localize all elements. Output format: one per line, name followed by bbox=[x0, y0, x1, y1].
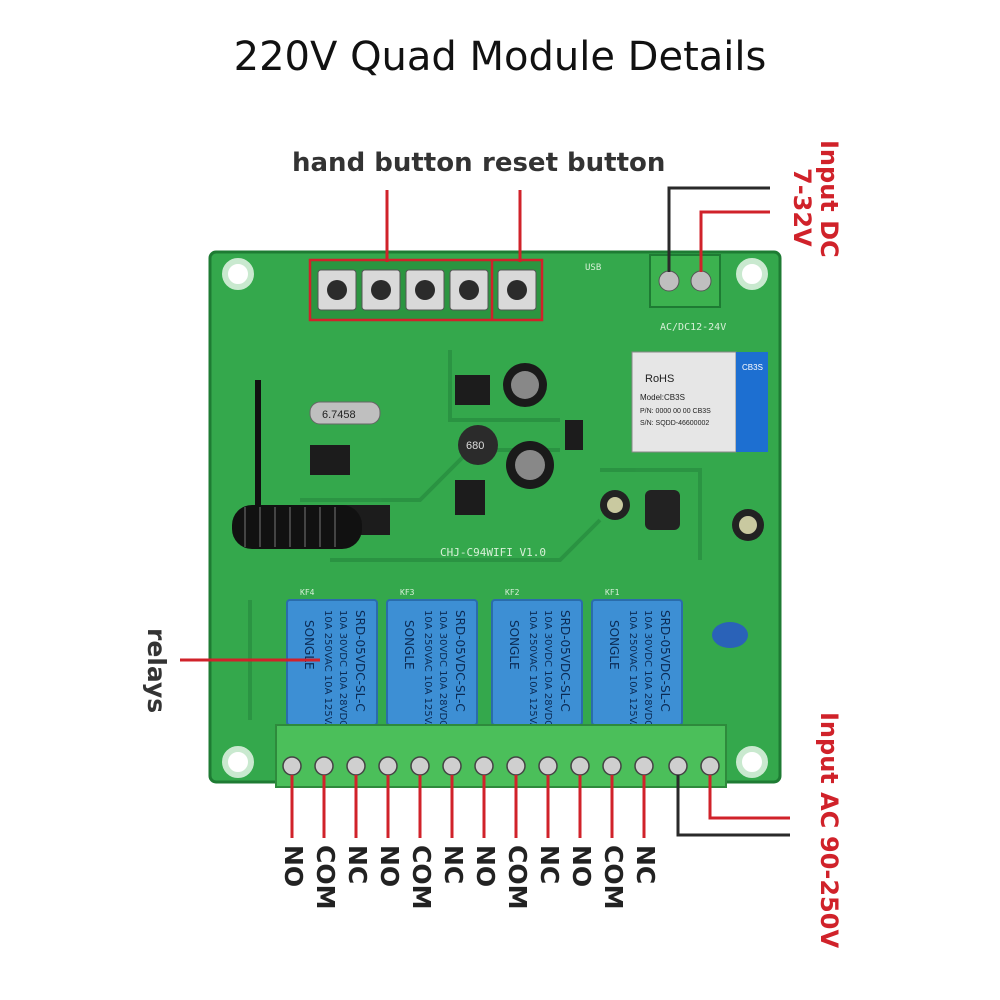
input-ac-range: 90-250V bbox=[815, 836, 843, 949]
relay-1-model: SRD-05VDC-SL-C bbox=[353, 610, 367, 712]
wifi-sn: S/N: SQDD-46600002 bbox=[640, 420, 709, 427]
relay-id-1: KF4 bbox=[300, 588, 315, 597]
inductor bbox=[458, 425, 498, 465]
hand-button-label: hand button bbox=[292, 148, 473, 178]
page-title: 220V Quad Module Details bbox=[233, 34, 767, 80]
varistor bbox=[712, 622, 748, 648]
wifi-model: Model:CB3S bbox=[640, 393, 685, 402]
terminal-label: NO bbox=[375, 845, 404, 888]
input-dc-range: 7-32V bbox=[788, 168, 816, 247]
board-label: CHJ-C94WIFI V1.0 bbox=[440, 546, 546, 559]
terminal-label: NO bbox=[567, 845, 596, 888]
relay-id-2: KF3 bbox=[400, 588, 415, 597]
wifi-module bbox=[631, 351, 737, 453]
relay-4-rating2: 10A 30VDC 10A 28VDC bbox=[642, 610, 653, 727]
relay-1: SONGLE 10A 250VAC 10A 125VAC 10A 30VDC 1… bbox=[286, 599, 378, 737]
wifi-pn: P/N: 0000 00 00 CB3S bbox=[640, 408, 711, 415]
reset-button-label: reset button bbox=[482, 148, 666, 178]
relays-label: relays bbox=[142, 628, 171, 714]
relay-1-rating1: 10A 250VAC 10A 125VAC bbox=[322, 610, 333, 737]
relay-4-brand: SONGLE bbox=[607, 620, 621, 670]
wifi-rohs: RoHS bbox=[645, 373, 674, 385]
relay-id-4: KF1 bbox=[605, 588, 620, 597]
terminal-label: NC bbox=[631, 845, 660, 885]
terminal-label: NC bbox=[439, 845, 468, 885]
relay-2-rating1: 10A 250VAC 10A 125VAC bbox=[422, 610, 433, 737]
terminal-label: COM bbox=[311, 845, 340, 910]
mounting-holes bbox=[222, 258, 768, 778]
capacitors bbox=[503, 363, 764, 541]
relay-2-brand: SONGLE bbox=[402, 620, 416, 670]
relay-1-brand: SONGLE bbox=[302, 620, 316, 670]
relay-3-model: SRD-05VDC-SL-C bbox=[558, 610, 572, 712]
relay-4-model: SRD-05VDC-SL-C bbox=[658, 610, 672, 712]
inductor-label: 680 bbox=[466, 440, 484, 452]
relay-2-model: SRD-05VDC-SL-C bbox=[453, 610, 467, 712]
power-inductor bbox=[645, 490, 680, 530]
relay-2: SONGLE 10A 250VAC 10A 125VAC 10A 30VDC 1… bbox=[386, 599, 478, 737]
relay-4-rating1: 10A 250VAC 10A 125VAC bbox=[627, 610, 638, 737]
crystal-label: 6.7458 bbox=[322, 409, 356, 421]
crystal bbox=[309, 401, 381, 425]
relay-2-rating2: 10A 30VDC 10A 28VDC bbox=[437, 610, 448, 727]
relay-3: SONGLE 10A 250VAC 10A 125VAC 10A 30VDC 1… bbox=[491, 599, 583, 737]
relay-3-rating1: 10A 250VAC 10A 125VAC bbox=[527, 610, 538, 737]
relay-3-brand: SONGLE bbox=[507, 620, 521, 670]
dc-marking: AC/DC12-24V bbox=[660, 322, 726, 333]
terminal-label: COM bbox=[407, 845, 436, 910]
terminal-label: COM bbox=[503, 845, 532, 910]
callout-lines-dark bbox=[667, 186, 790, 837]
relay-id-3: KF2 bbox=[505, 588, 520, 597]
relay-3-rating2: 10A 30VDC 10A 28VDC bbox=[542, 610, 553, 727]
terminal-label: NO bbox=[471, 845, 500, 888]
wifi-chip-label: CB3S bbox=[742, 363, 763, 372]
push-buttons bbox=[317, 269, 537, 311]
usb-marking: USB bbox=[585, 263, 601, 273]
terminal-screws bbox=[282, 756, 720, 776]
terminal-label: NO bbox=[279, 845, 308, 888]
callout-lines bbox=[180, 190, 790, 838]
wifi-antenna bbox=[736, 352, 768, 452]
relay-1-rating2: 10A 30VDC 10A 28VDC bbox=[337, 610, 348, 727]
relay-4: SONGLE 10A 250VAC 10A 125VAC 10A 30VDC 1… bbox=[591, 599, 683, 737]
input-dc-label: Input DC bbox=[815, 140, 843, 258]
terminal-label: NC bbox=[535, 845, 564, 885]
terminal-label: COM bbox=[599, 845, 628, 910]
terminal-block bbox=[275, 724, 727, 788]
input-ac-label: Input AC bbox=[815, 712, 843, 829]
terminal-label: NC bbox=[343, 845, 372, 885]
antenna-coil bbox=[232, 505, 362, 549]
